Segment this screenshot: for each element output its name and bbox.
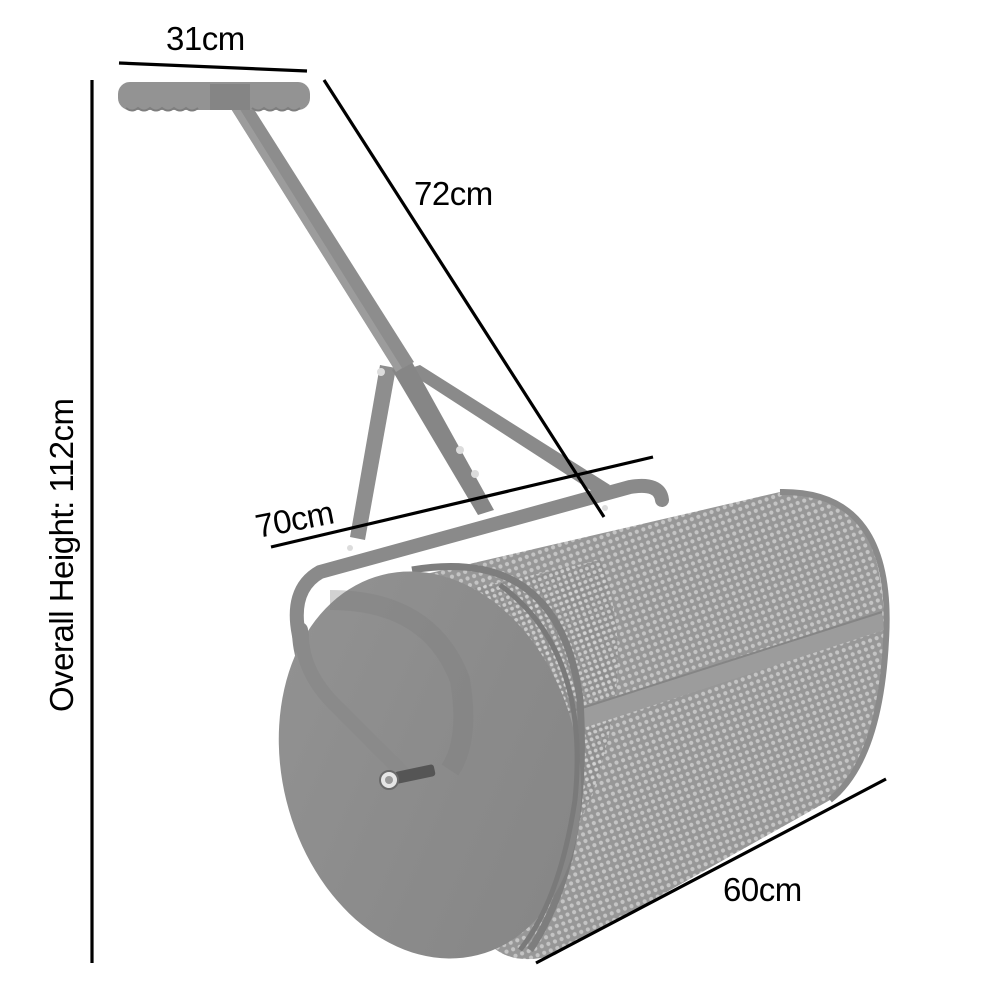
axle-bolt bbox=[379, 764, 436, 790]
dim-label-overall-height: Overall Height: 112cm bbox=[43, 398, 80, 712]
dim-line-handle-length bbox=[322, 79, 606, 518]
dim-line-frame-width bbox=[270, 455, 654, 549]
t-handle-grip bbox=[118, 82, 310, 112]
frame-arm bbox=[295, 628, 412, 782]
dim-label-drum-length: 60cm bbox=[723, 871, 802, 908]
dim-line-drum-length bbox=[535, 777, 887, 965]
a-frame-brace bbox=[347, 362, 610, 551]
dimension-annotations: 31cm 72cm 70cm 60cm Overall Height: 112c… bbox=[43, 20, 887, 965]
dim-label-frame-width: 70cm bbox=[252, 494, 336, 545]
spreader-illustration bbox=[118, 82, 890, 960]
dim-label-handle-width: 31cm bbox=[166, 20, 245, 57]
dim-label-handle-length: 72cm bbox=[414, 175, 493, 212]
dim-line-handle-width bbox=[118, 61, 308, 73]
